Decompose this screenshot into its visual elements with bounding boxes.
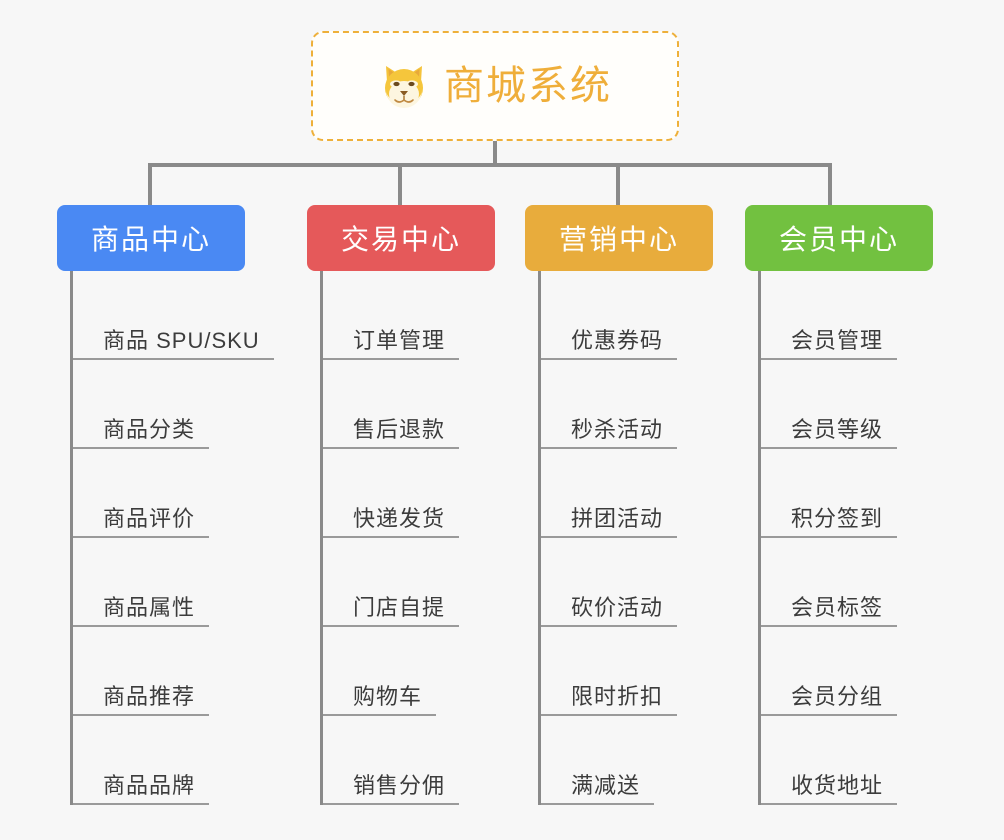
leaf-item-label: 售后退款 <box>323 416 460 449</box>
connector-drop-4 <box>828 163 832 205</box>
leaf-item[interactable]: 商品 SPU/SKU <box>73 271 274 360</box>
connector-drop-3 <box>616 163 620 205</box>
leaf-item-label: 商品推荐 <box>73 683 210 716</box>
leaf-item-label: 会员分组 <box>761 683 898 716</box>
leaf-item[interactable]: 砍价活动 <box>541 538 713 627</box>
leaf-item-label: 砍价活动 <box>541 594 678 627</box>
leaf-item[interactable]: 门店自提 <box>323 538 495 627</box>
leaf-item[interactable]: 收货地址 <box>761 716 933 805</box>
leaf-item[interactable]: 快递发货 <box>323 449 495 538</box>
branch-header-trade-center[interactable]: 交易中心 <box>307 205 495 271</box>
connector-horizontal-bus <box>148 163 832 167</box>
branch-header-label: 营销中心 <box>558 224 679 255</box>
leaf-item[interactable]: 优惠券码 <box>541 271 713 360</box>
leaf-item[interactable]: 拼团活动 <box>541 449 713 538</box>
leaf-item[interactable]: 售后退款 <box>323 360 495 449</box>
branch-header-label: 交易中心 <box>340 224 461 255</box>
leaf-item-label: 会员标签 <box>761 594 898 627</box>
leaf-item-label: 会员管理 <box>761 327 898 360</box>
leaf-item-label: 购物车 <box>323 683 437 716</box>
leaf-item[interactable]: 商品推荐 <box>73 627 245 716</box>
connector-drop-2 <box>398 163 402 205</box>
branch-body-product-center: 商品 SPU/SKU 商品分类 商品评价 商品属性 商品推荐 商品品牌 <box>70 271 274 805</box>
leaf-item[interactable]: 商品属性 <box>73 538 245 627</box>
leaf-item-label: 销售分佣 <box>323 772 460 805</box>
leaf-item[interactable]: 秒杀活动 <box>541 360 713 449</box>
leaf-item-label: 快递发货 <box>323 505 460 538</box>
leaf-item-label: 商品分类 <box>73 416 210 449</box>
root-node-title: 商城系统 <box>444 64 612 108</box>
leaf-item-label: 商品品牌 <box>73 772 210 805</box>
leaf-item-label: 积分签到 <box>761 505 898 538</box>
leaf-item-label: 商品评价 <box>73 505 210 538</box>
leaf-item[interactable]: 会员标签 <box>761 538 933 627</box>
leaf-item-label: 订单管理 <box>323 327 460 360</box>
branch-product-center: 商品中心 商品 SPU/SKU 商品分类 商品评价 商品属性 商品推荐 商品品牌 <box>57 205 274 805</box>
leaf-item-label: 秒杀活动 <box>541 416 678 449</box>
leaf-item[interactable]: 满减送 <box>541 716 713 805</box>
leaf-item-label: 拼团活动 <box>541 505 678 538</box>
leaf-item[interactable]: 限时折扣 <box>541 627 713 716</box>
leaf-item[interactable]: 订单管理 <box>323 271 495 360</box>
leaf-item[interactable]: 商品品牌 <box>73 716 245 805</box>
branch-header-member-center[interactable]: 会员中心 <box>745 205 933 271</box>
root-node-shop-system[interactable]: 商城系统 <box>311 31 679 141</box>
branch-body-member-center: 会员管理 会员等级 积分签到 会员标签 会员分组 收货地址 <box>758 271 933 805</box>
branch-body-marketing-center: 优惠券码 秒杀活动 拼团活动 砍价活动 限时折扣 满减送 <box>538 271 713 805</box>
branch-header-product-center[interactable]: 商品中心 <box>57 205 245 271</box>
leaf-item-label: 收货地址 <box>761 772 898 805</box>
branch-trade-center: 交易中心 订单管理 售后退款 快递发货 门店自提 购物车 销售分佣 <box>307 205 495 805</box>
connector-root-stem <box>493 141 497 165</box>
shiba-dog-face-icon <box>378 60 430 112</box>
leaf-item-label: 满减送 <box>541 772 655 805</box>
branch-member-center: 会员中心 会员管理 会员等级 积分签到 会员标签 会员分组 收货地址 <box>745 205 933 805</box>
leaf-item[interactable]: 会员分组 <box>761 627 933 716</box>
leaf-item[interactable]: 会员管理 <box>761 271 933 360</box>
branch-body-trade-center: 订单管理 售后退款 快递发货 门店自提 购物车 销售分佣 <box>320 271 495 805</box>
leaf-item-label: 会员等级 <box>761 416 898 449</box>
branch-header-label: 商品中心 <box>90 224 211 255</box>
leaf-item-label: 优惠券码 <box>541 327 678 360</box>
branch-marketing-center: 营销中心 优惠券码 秒杀活动 拼团活动 砍价活动 限时折扣 满减送 <box>525 205 713 805</box>
branch-header-label: 会员中心 <box>778 224 899 255</box>
leaf-item[interactable]: 销售分佣 <box>323 716 495 805</box>
leaf-item[interactable]: 积分签到 <box>761 449 933 538</box>
branch-header-marketing-center[interactable]: 营销中心 <box>525 205 713 271</box>
leaf-item-label: 限时折扣 <box>541 683 678 716</box>
leaf-item-label: 商品属性 <box>73 594 210 627</box>
leaf-item[interactable]: 购物车 <box>323 627 495 716</box>
leaf-item-label: 商品 SPU/SKU <box>73 327 274 360</box>
leaf-item[interactable]: 商品分类 <box>73 360 245 449</box>
connector-drop-1 <box>148 163 152 205</box>
leaf-item-label: 门店自提 <box>323 594 460 627</box>
leaf-item[interactable]: 商品评价 <box>73 449 245 538</box>
leaf-item[interactable]: 会员等级 <box>761 360 933 449</box>
